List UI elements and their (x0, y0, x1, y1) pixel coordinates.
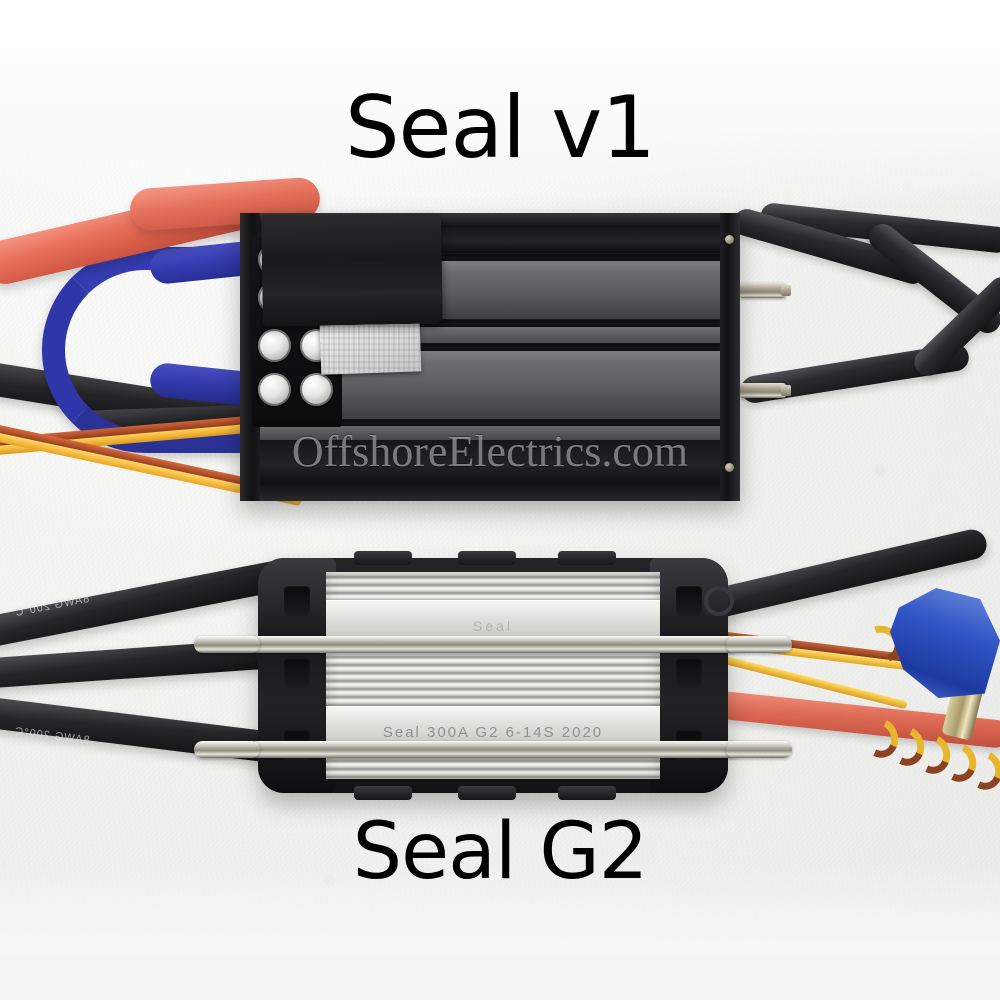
cooling-rod (248, 636, 738, 653)
v1-endcap-right (720, 213, 740, 501)
black-tape-wrap (261, 213, 443, 327)
capacitor (300, 373, 333, 406)
v1-groove (260, 253, 720, 261)
screw (725, 235, 734, 244)
background-highlight-bottom (0, 860, 1000, 1000)
capacitor (258, 373, 291, 406)
case-tab (354, 786, 412, 800)
cooling-rod-end (194, 636, 260, 653)
seal-g2-body: Seal Seal 300A G2 6-14S 2020 (194, 551, 792, 800)
case-tab (354, 551, 412, 565)
background-highlight-top (0, 0, 1000, 210)
case-tab (458, 786, 516, 800)
case-tab (458, 551, 516, 565)
case-tab (558, 786, 616, 800)
cooling-rod-end (726, 636, 792, 653)
mounting-eyelet (704, 586, 734, 616)
seal-g2-assembly: 8AWG 200°C 8AWG 200°C (0, 526, 1000, 830)
seal-v1-assembly: OffshoreElectrics.com (0, 175, 1000, 535)
case-tab (558, 551, 616, 565)
water-cooling-fitting (740, 283, 791, 298)
blue-plastic-wrap (890, 588, 1000, 698)
cooling-rod (248, 741, 738, 758)
label-seal-g2: Seal G2 (352, 807, 649, 897)
endcap-notch (676, 586, 702, 616)
v1-groove (260, 419, 720, 426)
g2-etch-model: Seal 300A G2 6-14S 2020 (382, 724, 604, 741)
endcap-notch (676, 658, 702, 688)
endcap-notch (284, 658, 310, 688)
v1-bottom-edge (240, 485, 740, 501)
capacitor (258, 329, 291, 362)
cooling-rod-end (194, 741, 260, 758)
endcap-notch (284, 586, 310, 616)
cooling-rod-end (726, 741, 792, 758)
g2-etch-brand: Seal (472, 618, 514, 634)
water-cooling-fitting (740, 383, 791, 398)
v1-dark-band (260, 440, 720, 485)
label-seal-v1: Seal v1 (344, 78, 656, 178)
v1-heatsink-fin (260, 426, 720, 440)
screw (725, 463, 734, 472)
v1-groove (260, 319, 720, 327)
v1-groove (260, 343, 720, 351)
